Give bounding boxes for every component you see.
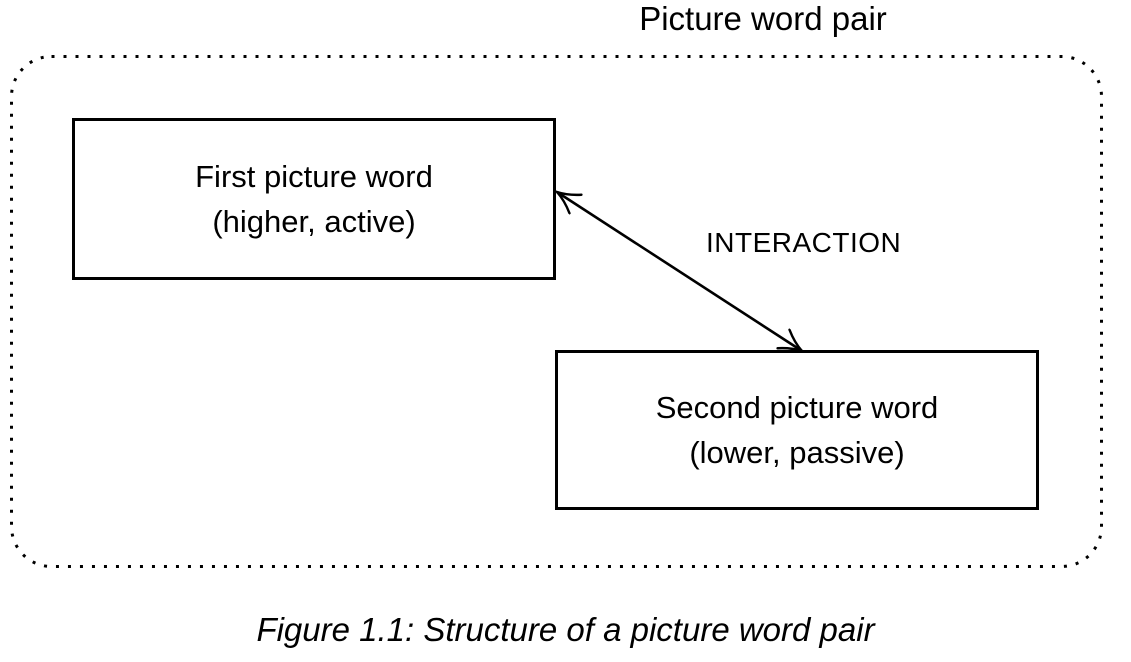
second-box-line1: Second picture word	[655, 390, 939, 425]
group-boundary-title: Picture word pair	[639, 0, 887, 37]
first-box-line2: (higher, active)	[212, 204, 416, 239]
interaction-arrow-label: INTERACTION	[706, 227, 902, 258]
first-box-line1: First picture word	[195, 159, 433, 194]
first-picture-word-box: First picture word (higher, active)	[72, 118, 556, 280]
second-box-line2: (lower, passive)	[689, 435, 905, 470]
second-picture-word-box: Second picture word (lower, passive)	[555, 350, 1039, 510]
interaction-arrow	[557, 192, 802, 351]
figure-caption: Figure 1.1: Structure of a picture word …	[256, 611, 875, 648]
